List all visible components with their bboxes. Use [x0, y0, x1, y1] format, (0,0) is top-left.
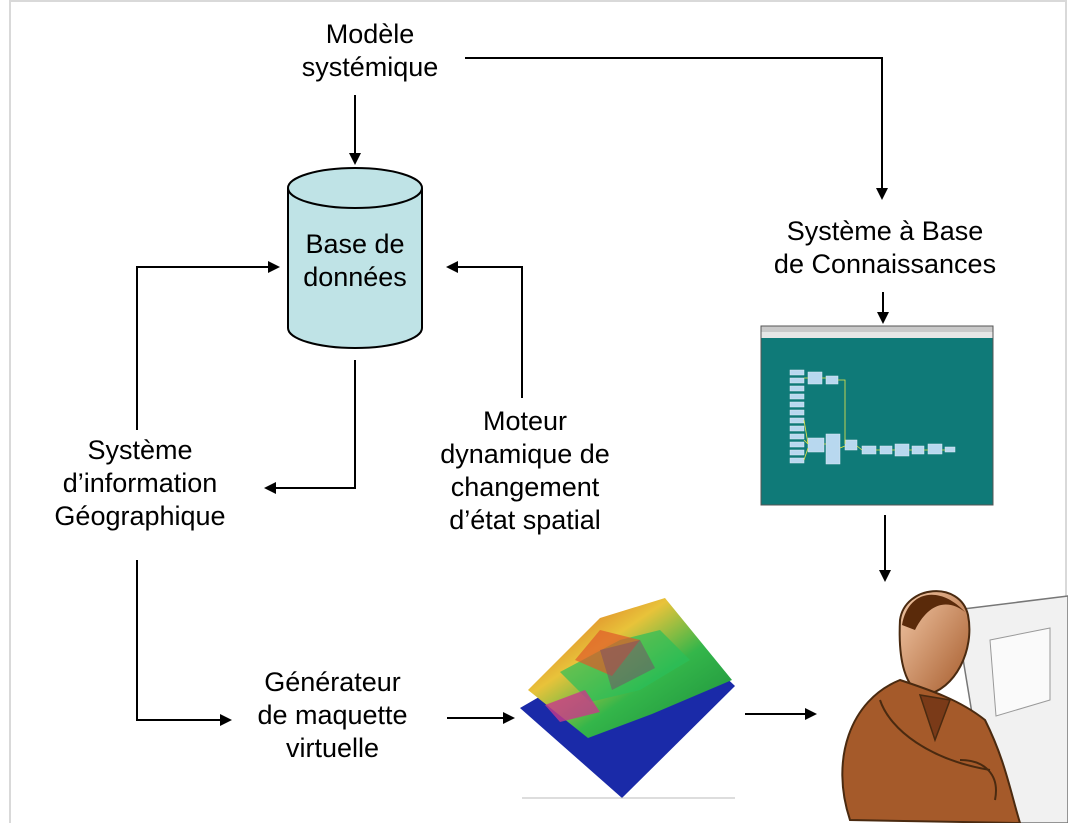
node-label-line: de Connaissances: [773, 249, 997, 279]
kbs-screenshot-icon: [760, 325, 994, 506]
terrain-model-icon: [520, 598, 735, 799]
node-generateur-maquette: Générateur de maquette virtuelle: [240, 666, 425, 765]
node-base-de-donnees: Base de données: [288, 228, 422, 294]
node-systeme-base-connaissances: Système à Base de Connaissances: [760, 215, 1010, 281]
node-label-line: Modèle: [325, 19, 415, 49]
node-label-line: changement: [450, 472, 600, 502]
node-label-line: de maquette: [257, 700, 408, 730]
node-sig: Système d’information Géographique: [35, 434, 245, 533]
node-label-line: dynamique de: [440, 439, 610, 469]
node-label-line: Base de: [305, 229, 405, 259]
node-label-line: Générateur: [264, 667, 401, 697]
node-label-line: données: [303, 262, 407, 292]
arrow-moteur-to-base: [446, 261, 523, 398]
node-moteur-dynamique: Moteur dynamique de changement d’état sp…: [430, 405, 620, 537]
node-modele-systemique: Modèle systémique: [285, 18, 455, 84]
arrow-sig-to-generateur: [136, 560, 232, 726]
node-label-line: Système: [87, 435, 193, 465]
database-cylinder: [287, 167, 423, 349]
node-label-line: d’information: [62, 468, 218, 498]
node-label-line: Moteur: [482, 406, 568, 436]
connector-arrows: [136, 57, 891, 726]
node-label-line: Géographique: [54, 501, 226, 531]
node-label-line: systémique: [301, 52, 439, 82]
node-label-line: Système à Base: [786, 216, 984, 246]
node-label-line: d’état spatial: [449, 505, 601, 535]
slide-frame: [9, 0, 1067, 823]
user-at-computer-icon: [841, 590, 1068, 823]
node-label-line: virtuelle: [285, 733, 380, 763]
arrow-modele-to-sbc: [465, 57, 888, 200]
arrow-base-to-sig: [264, 360, 356, 494]
arrow-sig-to-base: [136, 261, 280, 430]
